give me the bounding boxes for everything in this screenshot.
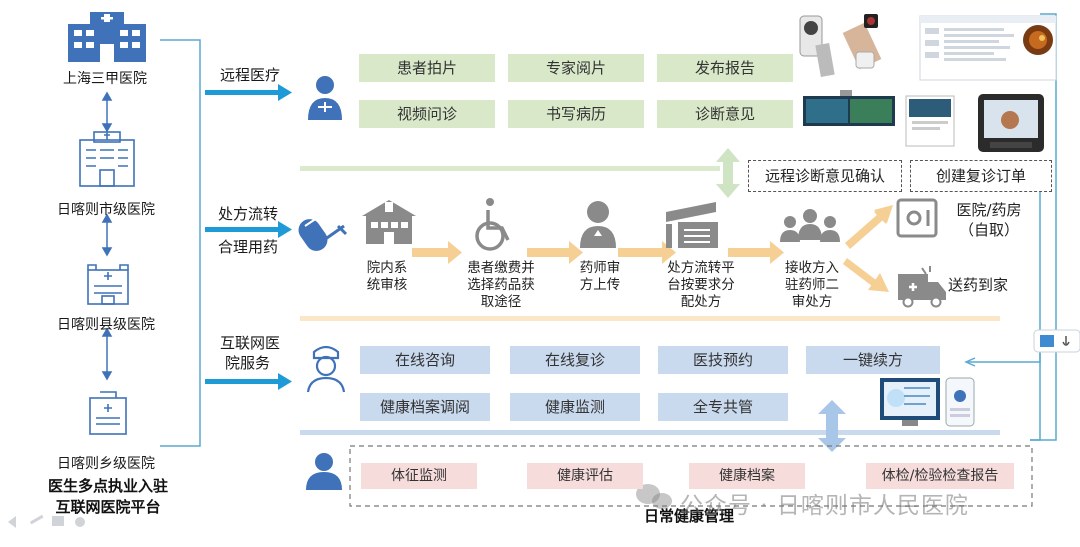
step-patient-pay-line1: 患者缴费并 <box>467 260 535 276</box>
wheelchair-icon <box>475 198 510 251</box>
nurse-icon <box>306 345 346 393</box>
tertiary-hospital-icon <box>68 12 146 62</box>
remote-box-diagnosis: 诊断意见 <box>657 100 793 128</box>
section-label-remote: 远程医疗 <box>220 66 281 84</box>
toolbar-icons <box>8 514 85 528</box>
step-patient-pay-line3: 取途径 <box>480 294 522 310</box>
hospital-label-tertiary: 上海三甲医院 <box>63 71 147 87</box>
step-pharmacist-upload: 药师审 方上传 <box>565 260 635 294</box>
pharmacist-icon <box>580 201 616 248</box>
team-icon <box>780 209 840 242</box>
city-hospital-icon <box>79 131 135 187</box>
left-bracket <box>160 39 201 447</box>
safe-icon <box>896 198 938 238</box>
step-second-review-line2: 驻药师二 <box>785 277 839 293</box>
remote-box-expert-read: 专家阅片 <box>508 54 644 82</box>
remote-box-take-film: 患者拍片 <box>359 54 495 82</box>
step-hospital-review-line2: 统审核 <box>366 277 408 293</box>
hospital-label-county: 日喀则县级医院 <box>57 317 155 333</box>
remote-confirm-box: 远程诊断意见确认 <box>748 160 902 192</box>
step-platform-dispatch-line2: 台按要求分 <box>667 277 735 293</box>
step-platform-dispatch-line1: 处方流转平 <box>667 260 735 276</box>
step-patient-pay: 患者缴费并 选择药品获 取途径 <box>456 260 546 311</box>
daily-box-checkup-report: 体检/检验检查报告 <box>866 463 1014 489</box>
daily-box-vital-signs: 体征监测 <box>361 463 477 489</box>
medicine-icon <box>298 217 348 251</box>
watermark-text: 公众号 · 日喀则市人民医院 <box>680 493 969 519</box>
daily-double-arrow <box>818 400 846 452</box>
delivery-label: 送药到家 <box>948 276 1009 294</box>
internet-box-health-monitor: 健康监测 <box>510 393 640 421</box>
platform-title: 医生多点执业入驻 互联网医院平台 <box>26 476 190 518</box>
platform-title-line1: 医生多点执业入驻 <box>47 477 168 495</box>
confirm-double-arrow <box>716 148 740 198</box>
daily-box-health-assessment: 健康评估 <box>527 463 643 489</box>
step-second-review-line3: 审处方 <box>791 294 833 310</box>
wechat-watermark-icon <box>636 484 672 509</box>
internet-box-tech-appointment: 医技预约 <box>658 346 788 374</box>
hospital-connectors <box>101 91 113 381</box>
right-connector <box>964 13 1057 441</box>
section-label-internet-1: 互联网医 <box>220 334 281 352</box>
township-hospital-icon <box>89 391 127 435</box>
dermatoscope-device <box>799 14 882 77</box>
internet-box-health-records: 健康档案调阅 <box>360 393 490 421</box>
section-arrows <box>205 84 292 390</box>
step-platform-dispatch-line3: 配处方 <box>680 294 722 310</box>
video-wall-screenshot <box>803 90 1044 152</box>
ambulance-icon <box>898 266 946 308</box>
monitor-screenshot <box>880 377 975 427</box>
doctor-icon <box>308 76 342 120</box>
daily-frame <box>349 445 1033 507</box>
daily-box-health-archive: 健康档案 <box>689 463 805 489</box>
internet-box-co-management: 全专共管 <box>658 393 788 421</box>
divider-orange <box>300 316 1000 321</box>
float-widget <box>1033 329 1080 353</box>
step-second-review-line1: 接收方入 <box>785 260 839 276</box>
divider-blue <box>300 430 1000 435</box>
report-screenshot <box>919 15 1057 81</box>
step-patient-pay-line2: 选择药品获 <box>467 277 535 293</box>
section-label-prescription-1: 处方流转 <box>218 205 279 223</box>
remote-box-write-record: 书写病历 <box>508 100 644 128</box>
internet-box-online-consult: 在线咨询 <box>360 346 490 374</box>
step-pharmacist-upload-line1: 药师审 <box>579 260 621 276</box>
internet-box-online-revisit: 在线复诊 <box>510 346 640 374</box>
section-label-internet-2: 院服务 <box>225 354 271 372</box>
flow-arrows <box>412 205 893 292</box>
county-hospital-icon <box>87 264 129 305</box>
step-platform-dispatch: 处方流转平 台按要求分 配处方 <box>656 260 746 311</box>
daily-title: 日常健康管理 <box>644 507 735 525</box>
hospital-label-city: 日喀则市级医院 <box>57 202 155 218</box>
pickup-label-line1: 医院/药房 <box>956 201 1022 219</box>
person-icon <box>306 453 342 490</box>
step-hospital-review: 院内系 统审核 <box>352 260 422 294</box>
step-second-review: 接收方入 驻药师二 审处方 <box>772 260 852 311</box>
internet-box-renew-prescription: 一键续方 <box>806 346 940 374</box>
step-pharmacist-upload-line2: 方上传 <box>579 277 621 293</box>
create-reorder-box: 创建复诊订单 <box>910 160 1052 192</box>
pickup-label-line2: （自取） <box>958 221 1019 239</box>
platform-title-line2: 互联网医院平台 <box>55 498 161 516</box>
hospital-label-township: 日喀则乡级医院 <box>57 456 155 472</box>
printer-icon <box>666 202 718 248</box>
divider-green <box>300 166 720 171</box>
remote-box-publish-report: 发布报告 <box>657 54 793 82</box>
pickup-label: 医院/药房 （自取） <box>944 200 1034 240</box>
remote-box-video-consult: 视频问诊 <box>359 100 495 128</box>
hospital-system-icon <box>362 200 416 244</box>
section-label-prescription-2: 合理用药 <box>218 238 279 256</box>
step-hospital-review-line1: 院内系 <box>366 260 408 276</box>
